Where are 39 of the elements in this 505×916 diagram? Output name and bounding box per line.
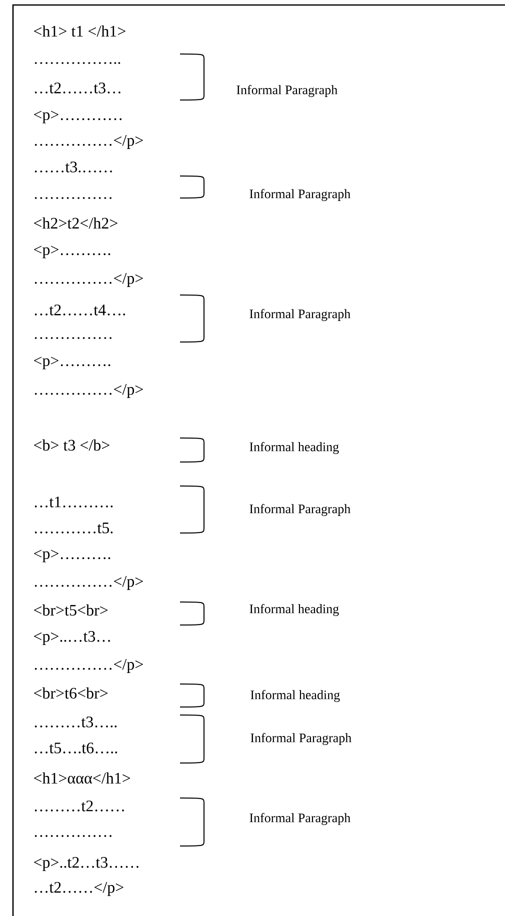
code-line: <p>……….: [34, 356, 110, 370]
code-line: <b> t3 </b>: [34, 439, 110, 451]
code-line: ………t3…..: [34, 716, 117, 728]
code-line: ……………</p>: [34, 384, 143, 398]
code-line: ……………: [34, 835, 112, 837]
code-line: ……………</p>: [34, 576, 143, 590]
code-line: …t2……t3…: [34, 82, 120, 94]
code-line: …t5….t6…..: [34, 742, 118, 754]
annotation-label: Informal Paragraph: [250, 309, 350, 321]
code-line: ……t3.……: [34, 162, 112, 172]
code-line: ……………: [34, 197, 112, 199]
code-line: …………t5.: [34, 522, 113, 534]
code-line: ……………</p>: [34, 659, 143, 673]
annotation-label: Informal Paragraph: [250, 504, 350, 516]
annotation-label: Informal heading: [250, 690, 340, 702]
code-line: <p>…………: [34, 110, 122, 124]
code-line: <h2>t2</h2>: [34, 217, 118, 229]
annotation-label: Informal heading: [250, 604, 339, 616]
annotation-label: Informal Paragraph: [236, 85, 338, 97]
code-line: <p>..…t3…: [34, 631, 110, 645]
annotation-label: Informal Paragraph: [250, 733, 352, 745]
code-line: …t1……….: [34, 496, 113, 508]
code-line: …t2……</p>: [34, 882, 124, 896]
code-line: ……………: [34, 337, 112, 339]
annotation-label: Informal heading: [250, 442, 339, 454]
code-line: <p>……….: [34, 550, 110, 562]
annotation-label: Informal Paragraph: [250, 189, 350, 201]
code-line: ……………</p>: [34, 135, 143, 149]
annotation-label: Informal Paragraph: [250, 813, 350, 825]
code-line: <br>t6<br>: [34, 687, 108, 699]
code-line: <h1> t1 </h1>: [34, 25, 126, 37]
code-line: ……………</p>: [34, 273, 143, 287]
code-line: <br>t5<br>: [34, 604, 108, 616]
code-line: <h1>ααα</h1>: [34, 772, 130, 784]
code-line: <p>..t2…t3……: [34, 857, 138, 871]
code-line: <p>……….: [34, 246, 110, 258]
code-line: ……………..: [34, 62, 120, 64]
code-line: ………t2……: [34, 800, 124, 812]
code-line: …t2……t4….: [34, 304, 126, 316]
